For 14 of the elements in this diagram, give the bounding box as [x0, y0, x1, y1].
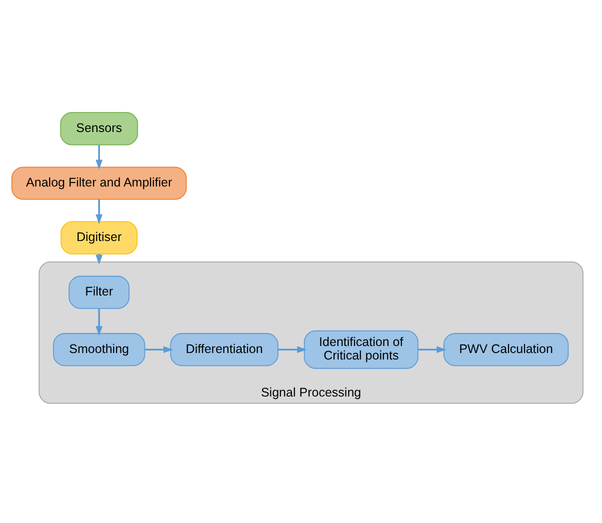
arrow	[144, 346, 174, 354]
node-box: Differentiation	[170, 333, 278, 366]
node-box: PWV Calculation	[443, 333, 569, 366]
node-box: Sensors	[60, 112, 138, 146]
arrow	[96, 144, 103, 170]
node-box: Filter	[68, 276, 130, 309]
node-box: Analog Filter and Amplifier	[11, 166, 187, 200]
arrow	[96, 199, 103, 224]
arrow	[418, 346, 447, 354]
node-box: Identification of Critical points	[304, 330, 418, 369]
arrow	[96, 308, 103, 336]
node-box: Digitiser	[60, 221, 138, 254]
arrow	[278, 346, 308, 354]
node-box: Smoothing	[53, 333, 146, 366]
